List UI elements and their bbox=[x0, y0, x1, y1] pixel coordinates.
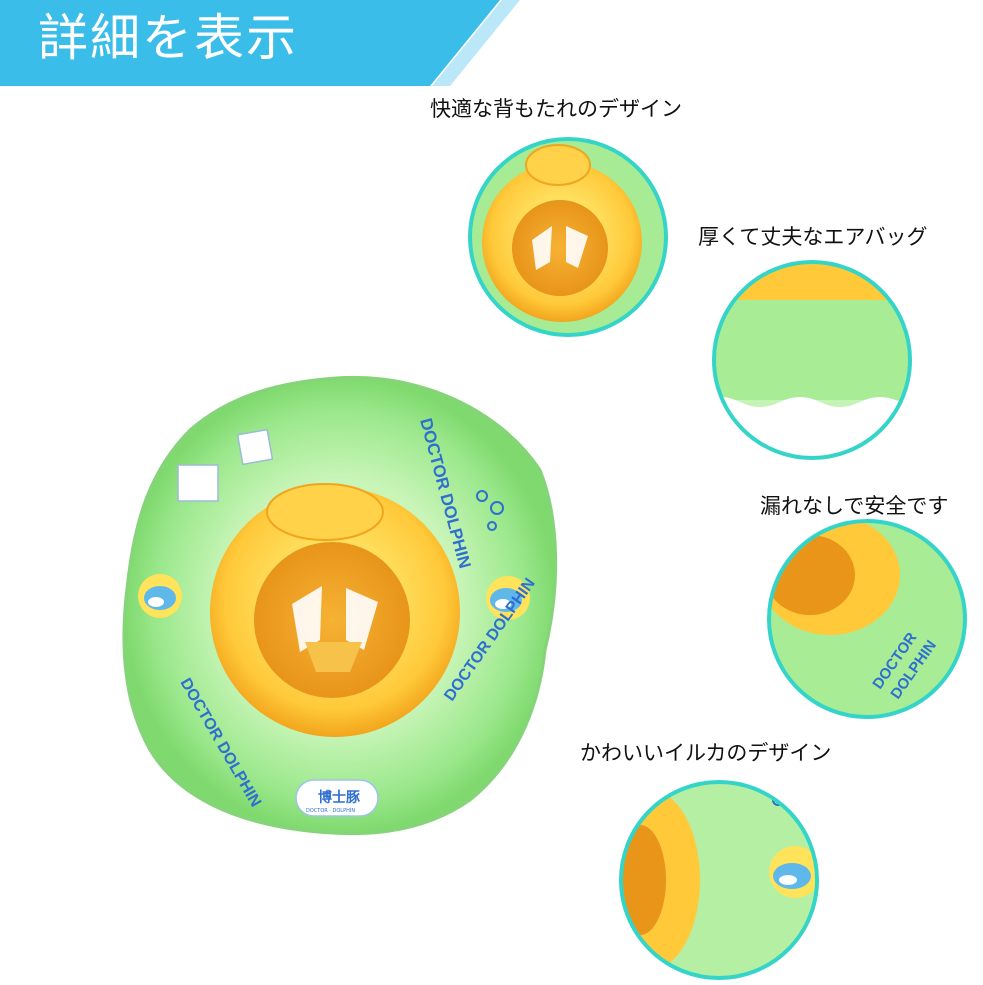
banner-title: 詳細を表示 bbox=[38, 9, 298, 67]
dolphin-icon bbox=[138, 574, 182, 618]
warning-tag bbox=[177, 464, 219, 502]
header-banner: 詳細を表示 bbox=[0, 0, 520, 86]
banner-shape bbox=[0, 0, 520, 86]
logo-badge bbox=[295, 779, 379, 817]
logo-subtext: DOCTOR · DOLPHIN bbox=[306, 808, 355, 814]
backrest bbox=[266, 483, 384, 541]
detail-circle-leakproof: DOCTOR DOLPHIN bbox=[767, 519, 967, 719]
caption-leakproof: 漏れなしで安全です bbox=[760, 494, 949, 518]
float-ring-main: DOCTOR DOLPHIN DOCTOR DOLPHIN DOCTOR DOL… bbox=[122, 375, 558, 836]
caption-dolphin: かわいいイルカのデザイン bbox=[580, 741, 832, 765]
dolphin-icon bbox=[486, 576, 530, 620]
detail-circle-backrest bbox=[468, 137, 668, 337]
caption-backrest: 快適な背もたれのデザイン bbox=[430, 97, 682, 121]
caption-airbag: 厚くて丈夫なエアバッグ bbox=[698, 225, 928, 249]
detail-circle-airbag bbox=[712, 260, 912, 460]
logo-text: 博士豚 bbox=[318, 789, 361, 806]
detail-circle-dolphin bbox=[619, 780, 819, 980]
